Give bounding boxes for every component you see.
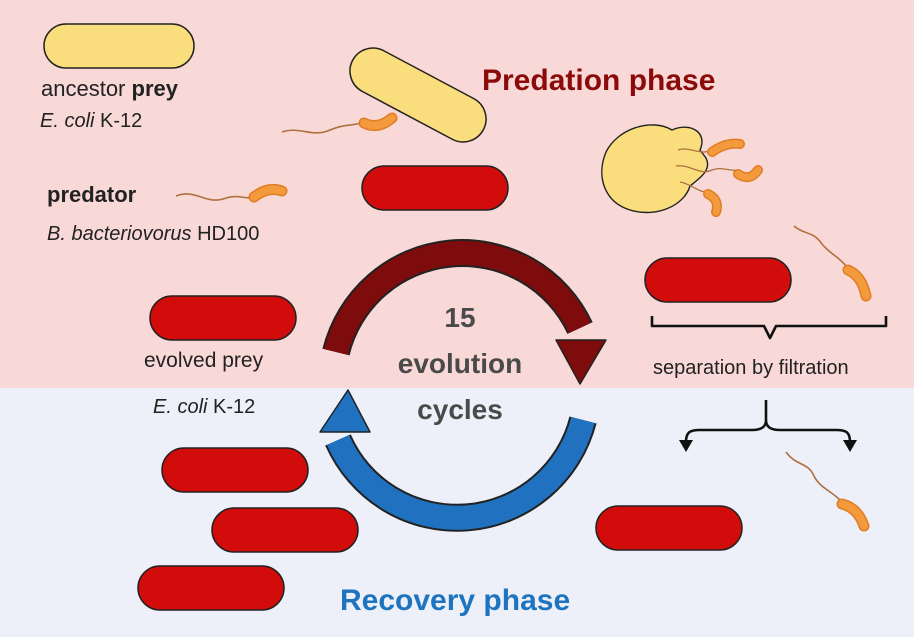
attacked-yellow-prey <box>349 47 487 143</box>
prey-cell-right-predation <box>644 257 792 303</box>
predator-species-rest: HD100 <box>191 223 260 245</box>
ancestor-prey-bold: prey <box>131 76 178 101</box>
attaching-predator <box>281 112 398 134</box>
ancestor-species-italic: E. coli <box>40 110 95 132</box>
cycle-count: 15 <box>444 302 476 333</box>
predator-species-label: B. bacteriovorus HD100 <box>47 224 259 244</box>
free-predator-filtered <box>785 451 870 532</box>
predation-cycle-arrowhead <box>555 339 607 385</box>
free-predator-predation <box>793 225 872 302</box>
evolved-prey-cell <box>149 295 297 341</box>
ancestor-prefix: ancestor <box>41 76 132 101</box>
filtration-brace <box>650 316 888 340</box>
ancestor-species-label: E. coli K-12 <box>40 111 142 131</box>
separation-label: separation by filtration <box>653 357 849 379</box>
recovery-cycle-arrowhead <box>319 389 371 433</box>
prey-cell-filtered <box>595 505 743 551</box>
ancestor-prey-label: ancestor prey <box>41 78 178 100</box>
ancestor-species-rest: K-12 <box>94 110 143 132</box>
prey-cell-recovery-1 <box>161 447 309 493</box>
predator-species-italic: B. bacteriovorus <box>47 223 192 245</box>
prey-cell-recovery-3 <box>137 565 285 611</box>
bursting-prey-cell <box>601 124 763 217</box>
evolved-species-italic: E. coli <box>153 396 208 418</box>
predator-label: predator <box>47 182 137 207</box>
evolved-species-rest: K-12 <box>207 396 256 418</box>
prey-cell-center-top <box>361 165 509 211</box>
split-arrow-right-head <box>843 440 857 452</box>
cycle-line-evolution: evolution <box>397 348 523 379</box>
ancestor-prey-cell <box>43 23 195 69</box>
recovery-phase-title: Recovery phase <box>340 584 571 617</box>
prey-cell-recovery-2 <box>211 507 359 553</box>
evolved-species-label: E. coli K-12 <box>153 397 255 417</box>
predator-legend-icon <box>175 184 288 203</box>
cycle-line-cycles: cycles <box>417 394 503 425</box>
evolved-prey-label: evolved prey <box>144 349 264 372</box>
predation-phase-title: Predation phase <box>482 64 716 97</box>
split-arrow-left-head <box>679 440 693 452</box>
split-arrow <box>684 400 852 443</box>
